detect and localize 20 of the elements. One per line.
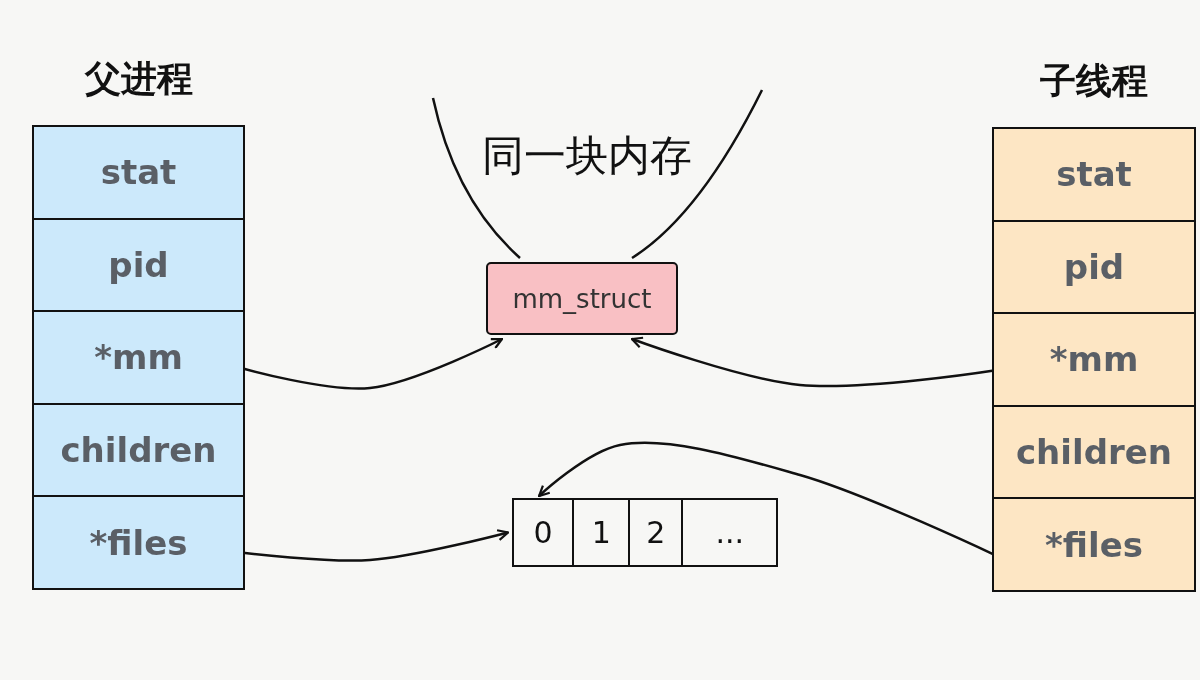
field-row: stat: [34, 127, 243, 220]
array-cell: 2: [630, 500, 684, 565]
field-row: children: [994, 406, 1194, 500]
field-row: pid: [994, 221, 1194, 315]
struct-title: 父进程: [83, 57, 194, 101]
field-row: *files: [34, 497, 243, 588]
array-cell: 1: [574, 500, 631, 565]
field-row: *files: [994, 499, 1194, 590]
field-row: pid: [34, 219, 243, 313]
field-row: *mm: [994, 314, 1194, 407]
array-cell: 0: [514, 500, 575, 565]
field-row: children: [34, 404, 243, 498]
memory-note: 同一块内存: [482, 130, 692, 182]
field-row: *mm: [34, 312, 243, 405]
struct-name: mm_struct: [512, 283, 652, 314]
field-row: stat: [994, 129, 1194, 222]
struct-title: 子线程: [1039, 59, 1149, 103]
array-cell: ...: [683, 500, 776, 565]
struct-box: [486, 262, 678, 335]
file-descriptor-array: [512, 498, 778, 567]
